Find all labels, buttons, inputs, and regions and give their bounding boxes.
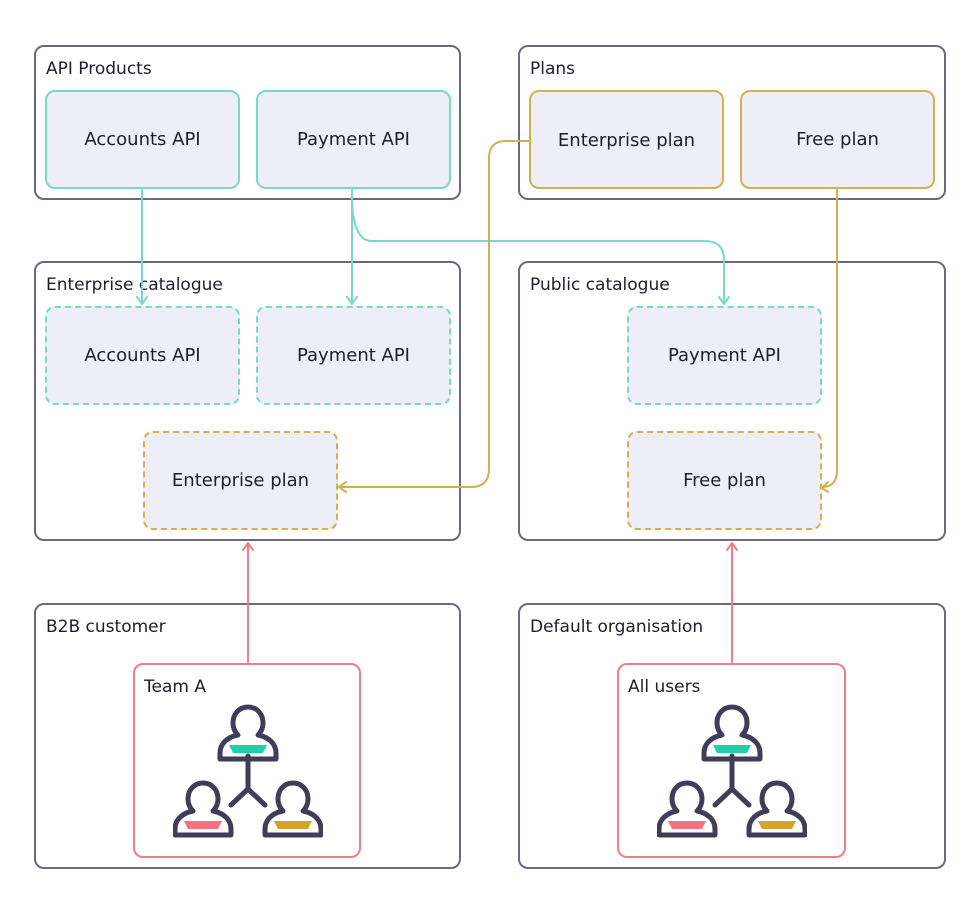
arrowhead-icon bbox=[242, 542, 254, 551]
users-group-icon bbox=[657, 704, 807, 838]
group-title: Public catalogue bbox=[530, 275, 670, 295]
team-a[interactable]: Team A bbox=[133, 663, 361, 858]
node-label: Enterprise plan bbox=[171, 470, 310, 491]
group-title: B2B customer bbox=[46, 617, 166, 637]
node-free-plan[interactable]: Free plan bbox=[740, 90, 935, 189]
team-title: Team A bbox=[144, 677, 206, 697]
node-label: Free plan bbox=[796, 129, 879, 150]
group-title: Enterprise catalogue bbox=[46, 275, 223, 295]
node-ent-cat-payment-api[interactable]: Payment API bbox=[256, 306, 451, 405]
users-group-icon bbox=[173, 704, 323, 838]
node-ent-cat-enterprise-plan[interactable]: Enterprise plan bbox=[143, 431, 338, 530]
group-title: Default organisation bbox=[530, 617, 704, 637]
node-label: Enterprise plan bbox=[557, 130, 696, 151]
node-label: Payment API bbox=[296, 345, 410, 366]
group-title: Plans bbox=[530, 59, 576, 79]
node-pub-cat-free-plan[interactable]: Free plan bbox=[627, 431, 822, 530]
team-title: All users bbox=[628, 677, 701, 697]
node-label: Accounts API bbox=[84, 129, 201, 150]
arrowhead-icon bbox=[726, 542, 738, 551]
node-label: Payment API bbox=[296, 129, 410, 150]
node-ent-cat-accounts-api[interactable]: Accounts API bbox=[45, 306, 240, 405]
node-label: Accounts API bbox=[84, 345, 201, 366]
team-all-users[interactable]: All users bbox=[617, 663, 846, 858]
node-accounts-api[interactable]: Accounts API bbox=[45, 90, 240, 189]
group-title: API Products bbox=[46, 59, 152, 79]
node-enterprise-plan[interactable]: Enterprise plan bbox=[529, 90, 724, 189]
node-payment-api[interactable]: Payment API bbox=[256, 90, 451, 189]
node-pub-cat-payment-api[interactable]: Payment API bbox=[627, 306, 822, 405]
node-label: Payment API bbox=[667, 345, 781, 366]
node-label: Free plan bbox=[683, 470, 766, 491]
